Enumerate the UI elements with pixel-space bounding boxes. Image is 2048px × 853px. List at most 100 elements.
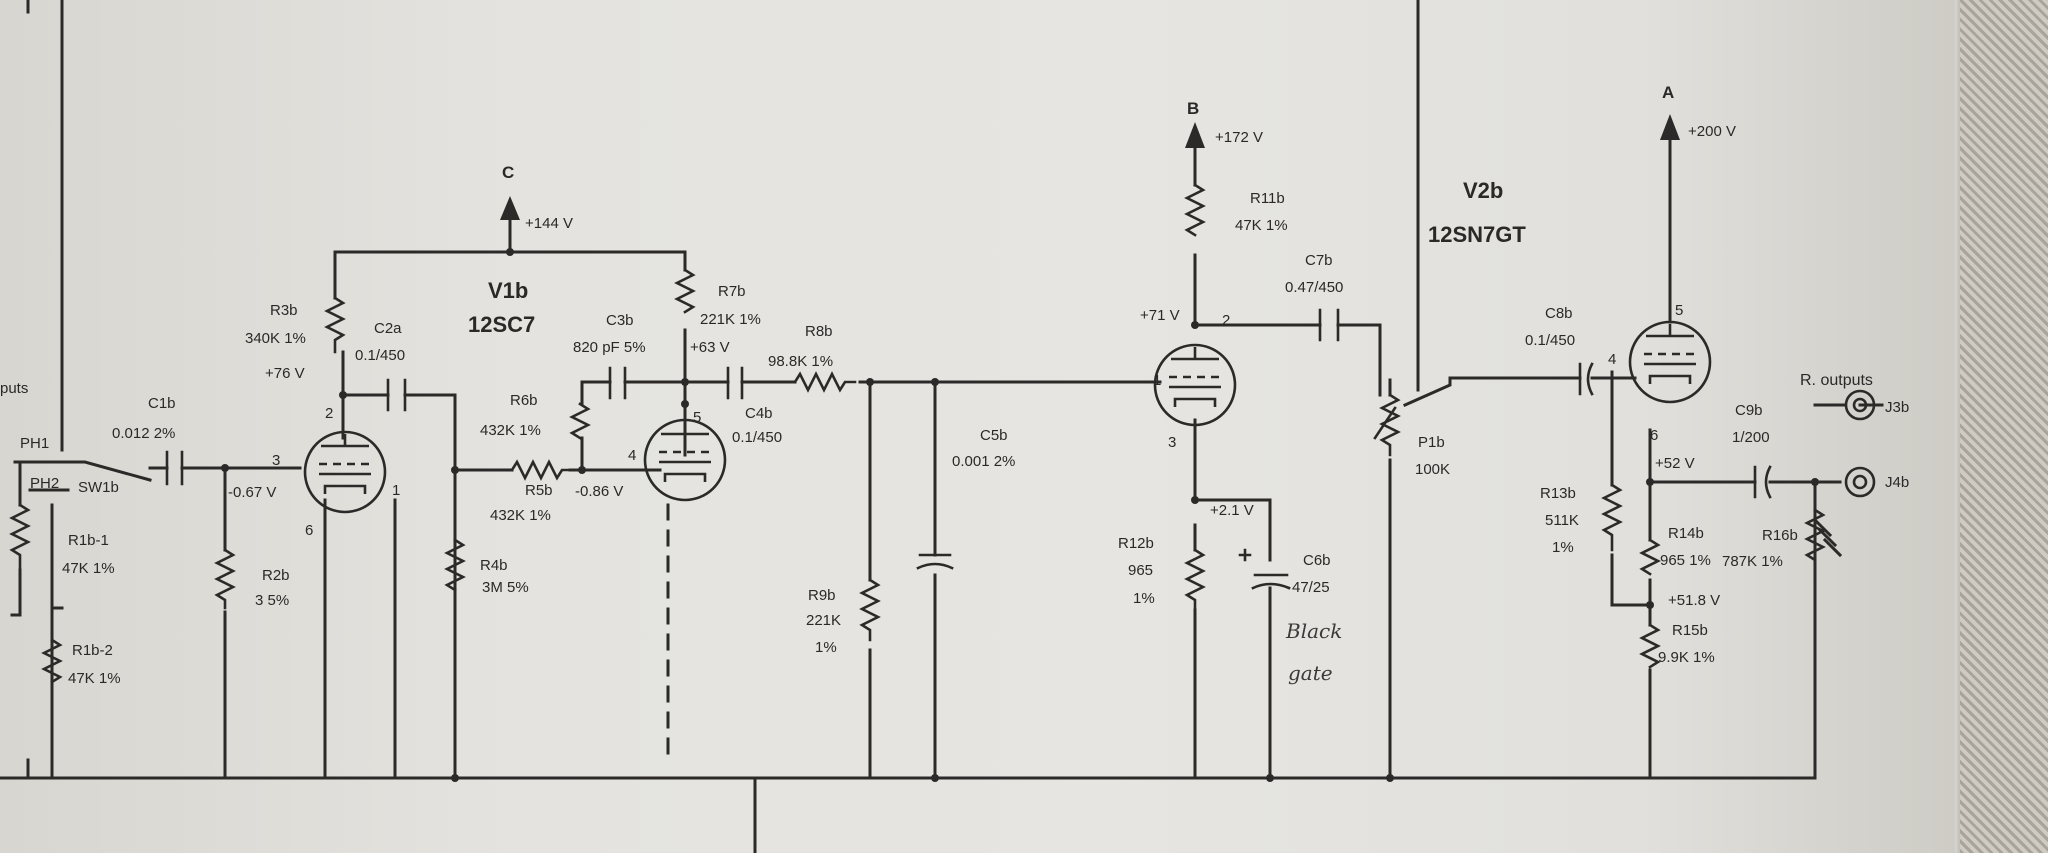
c2a-value: 0.1/450 bbox=[355, 347, 405, 364]
v1-grid-voltage: -0.67 V bbox=[228, 484, 276, 501]
wiring bbox=[0, 0, 1884, 853]
r1b1-name: R1b-1 bbox=[68, 532, 109, 549]
supply-arrows bbox=[500, 114, 1680, 220]
r8b-name: R8b bbox=[805, 323, 833, 340]
labels: V1b 12SC7 V2b 12SN7GT C +144 V B +172 V … bbox=[0, 83, 1909, 687]
r6b-name: R6b bbox=[510, 392, 538, 409]
r14b-value: 965 1% bbox=[1660, 552, 1711, 569]
p1b-value: 100K bbox=[1415, 461, 1450, 478]
c1b-name: C1b bbox=[148, 395, 176, 412]
v1-pin-2: 2 bbox=[325, 405, 333, 422]
tube-v1 bbox=[303, 430, 387, 514]
tablecloth-background bbox=[1960, 0, 2048, 853]
r16b-name: R16b bbox=[1762, 527, 1798, 544]
out-tap-voltage: +51.8 V bbox=[1668, 592, 1720, 609]
r15b-value: 9.9K 1% bbox=[1658, 649, 1715, 666]
v1b-plate-voltage: +63 V bbox=[690, 339, 730, 356]
supply-c-node: C bbox=[502, 163, 514, 182]
c6b-value: 47/25 bbox=[1292, 579, 1330, 596]
v2b-name: V2b bbox=[1463, 178, 1503, 203]
r13b-value: 511K bbox=[1545, 512, 1579, 529]
v2-cathode-voltage: +2.1 V bbox=[1210, 502, 1254, 519]
r1b2-name: R1b-2 bbox=[72, 642, 113, 659]
v2b-pin-5: 5 bbox=[1675, 302, 1683, 319]
v1b-grid-voltage: -0.86 V bbox=[575, 483, 623, 500]
c4b-name: C4b bbox=[745, 405, 773, 422]
r1b1-value: 47K 1% bbox=[62, 560, 115, 577]
v2b-pin-4: 4 bbox=[1608, 351, 1616, 368]
handwritten-note-2: gate bbox=[1288, 661, 1333, 685]
v1-pin-1: 1 bbox=[392, 482, 400, 499]
v1-plate-voltage: +76 V bbox=[265, 365, 305, 382]
r9b-name: R9b bbox=[808, 587, 836, 604]
r8b-value: 98.8K 1% bbox=[768, 353, 833, 370]
supply-b-node: B bbox=[1187, 99, 1199, 118]
r14b-name: R14b bbox=[1668, 525, 1704, 542]
r7b-value: 221K 1% bbox=[700, 311, 761, 328]
v2b-type: 12SN7GT bbox=[1428, 222, 1526, 247]
tube-v1b bbox=[643, 418, 727, 502]
r12b-name: R12b bbox=[1118, 535, 1154, 552]
capacitor-symbols bbox=[165, 308, 1772, 590]
supply-a-voltage: +200 V bbox=[1688, 123, 1736, 140]
c7b-value: 0.47/450 bbox=[1285, 279, 1343, 296]
c3b-name: C3b bbox=[606, 312, 634, 329]
r13b-name: R13b bbox=[1540, 485, 1576, 502]
r2b-value: 3 5% bbox=[255, 592, 289, 609]
r9b-value: 221K bbox=[806, 612, 841, 629]
r7b-name: R7b bbox=[718, 283, 746, 300]
tube-v2 bbox=[1153, 343, 1237, 427]
c4b-value: 0.1/450 bbox=[732, 429, 782, 446]
jack-j3b-label: J3b bbox=[1885, 399, 1909, 416]
r12b-value: 965 bbox=[1128, 562, 1153, 579]
resistor-symbols bbox=[9, 183, 1826, 684]
c8b-name: C8b bbox=[1545, 305, 1573, 322]
out-cathode-voltage: +52 V bbox=[1655, 455, 1695, 472]
inputs-partial-label: puts bbox=[0, 380, 28, 397]
c7b-name: C7b bbox=[1305, 252, 1333, 269]
r5b-name: R5b bbox=[525, 482, 553, 499]
v1b-pin-5: 5 bbox=[693, 409, 701, 426]
v2-pin-1: 1 bbox=[1153, 372, 1161, 389]
r5b-value: 432K 1% bbox=[490, 507, 551, 524]
output-jacks bbox=[1844, 389, 1876, 498]
v2-plate-voltage: +71 V bbox=[1140, 307, 1180, 324]
handwritten-note-1: Black bbox=[1285, 619, 1342, 643]
supply-a-node: A bbox=[1662, 83, 1674, 102]
r12b-tol: 1% bbox=[1133, 590, 1155, 607]
tube-v2b bbox=[1628, 320, 1712, 404]
r6b-value: 432K 1% bbox=[480, 422, 541, 439]
r4b-value: 3M 5% bbox=[482, 579, 529, 596]
c1b-value: 0.012 2% bbox=[112, 425, 175, 442]
c5b-name: C5b bbox=[980, 427, 1008, 444]
v1b-name: V1b bbox=[488, 278, 528, 303]
r9b-tol: 1% bbox=[815, 639, 837, 656]
v1b-pin-4: 4 bbox=[628, 447, 636, 464]
r4b-name: R4b bbox=[480, 557, 508, 574]
c2a-name: C2a bbox=[374, 320, 402, 337]
r11b-value: 47K 1% bbox=[1235, 217, 1288, 234]
c8b-value: 0.1/450 bbox=[1525, 332, 1575, 349]
r11b-name: R11b bbox=[1250, 190, 1285, 207]
v1b-type: 12SC7 bbox=[468, 312, 535, 337]
supply-b-voltage: +172 V bbox=[1215, 129, 1263, 146]
v2b-pin-6: 6 bbox=[1650, 427, 1658, 444]
jack-j4b-label: J4b bbox=[1885, 474, 1909, 491]
outputs-label: R. outputs bbox=[1800, 372, 1873, 389]
v2-pin-3: 3 bbox=[1168, 434, 1176, 451]
v1-pin-6: 6 bbox=[305, 522, 313, 539]
r1b2-value: 47K 1% bbox=[68, 670, 121, 687]
r13b-tol: 1% bbox=[1552, 539, 1574, 556]
r2b-name: R2b bbox=[262, 567, 290, 584]
r3b-name: R3b bbox=[270, 302, 298, 319]
r16b-value: 787K 1% bbox=[1722, 553, 1783, 570]
c6b-name: C6b bbox=[1303, 552, 1331, 569]
r3b-value: 340K 1% bbox=[245, 330, 306, 347]
c9b-name: C9b bbox=[1735, 402, 1763, 419]
v1-pin-3: 3 bbox=[272, 452, 280, 469]
r15b-name: R15b bbox=[1672, 622, 1708, 639]
v2-pin-2: 2 bbox=[1222, 312, 1230, 329]
ph2-label: PH2 bbox=[30, 475, 59, 492]
